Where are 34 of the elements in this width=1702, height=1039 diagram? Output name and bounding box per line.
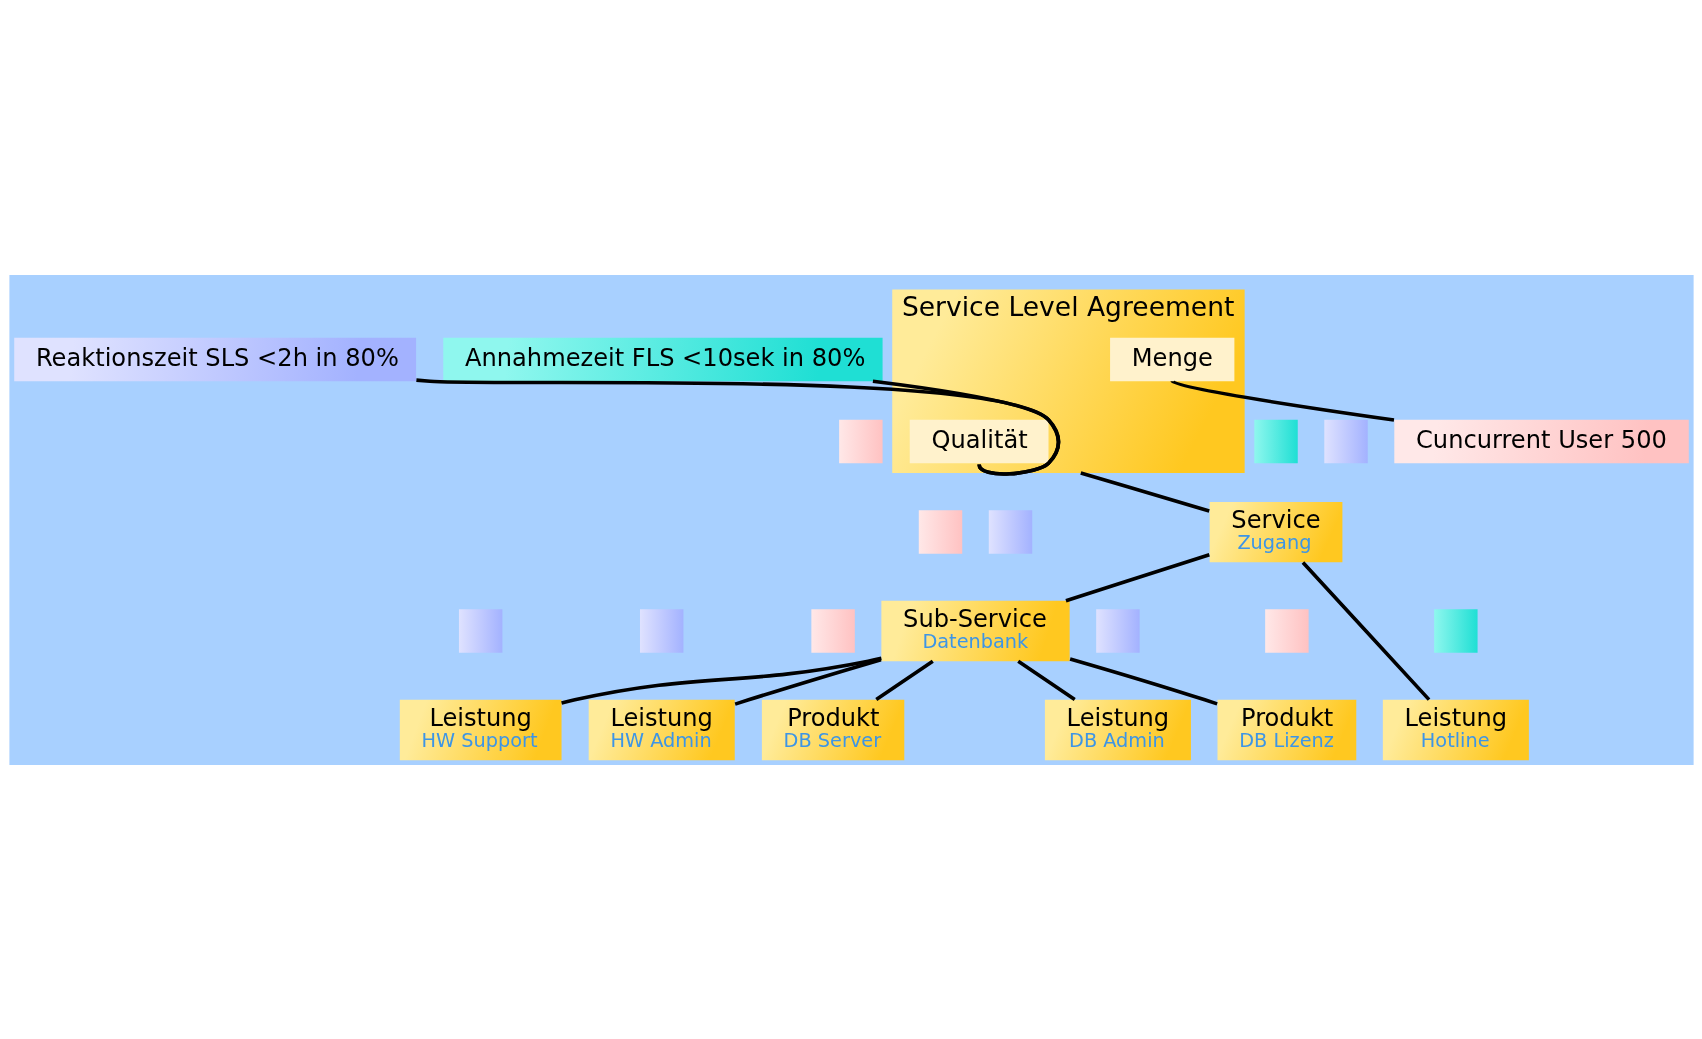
node-box <box>1264 608 1309 653</box>
connector <box>415 377 1060 476</box>
connector <box>1064 552 1210 602</box>
node-box <box>918 509 962 554</box>
node-box: Leistung HW Support <box>399 699 562 760</box>
node-box <box>1433 608 1478 653</box>
connector <box>1170 379 1394 422</box>
node-box <box>1323 419 1368 463</box>
node-box <box>838 419 883 463</box>
connector <box>560 656 882 705</box>
node-box: Cuncurrent User 500 <box>1393 419 1689 463</box>
connector <box>734 657 881 706</box>
node-box <box>1253 419 1298 463</box>
connector <box>1301 560 1430 701</box>
connector <box>1016 659 1076 701</box>
node-box <box>810 608 855 653</box>
node-box: Annahmezeit FLS <10sek in 80% <box>442 337 883 381</box>
node-box: Sub-Service Datenbank <box>880 600 1070 661</box>
connector <box>874 659 934 701</box>
node-box <box>639 608 683 653</box>
node-box: Menge <box>1109 337 1234 381</box>
node-box: Leistung HW Admin <box>588 699 735 760</box>
node-box: Leistung DB Admin <box>1044 699 1191 760</box>
node-box <box>988 509 1032 554</box>
node-box: Service Zugang <box>1209 501 1342 562</box>
node-box: Produkt DB Server <box>761 699 904 760</box>
node-box: Produkt DB Lizenz <box>1217 699 1356 760</box>
node-box: Qualität <box>909 419 1049 463</box>
node-box: Leistung Hotline <box>1382 699 1529 760</box>
node-box <box>458 608 502 653</box>
node-box <box>1095 608 1140 653</box>
connector <box>1079 470 1210 513</box>
node-box: Reaktionszeit SLS <2h in 80% <box>13 337 416 381</box>
connector <box>1069 656 1218 706</box>
